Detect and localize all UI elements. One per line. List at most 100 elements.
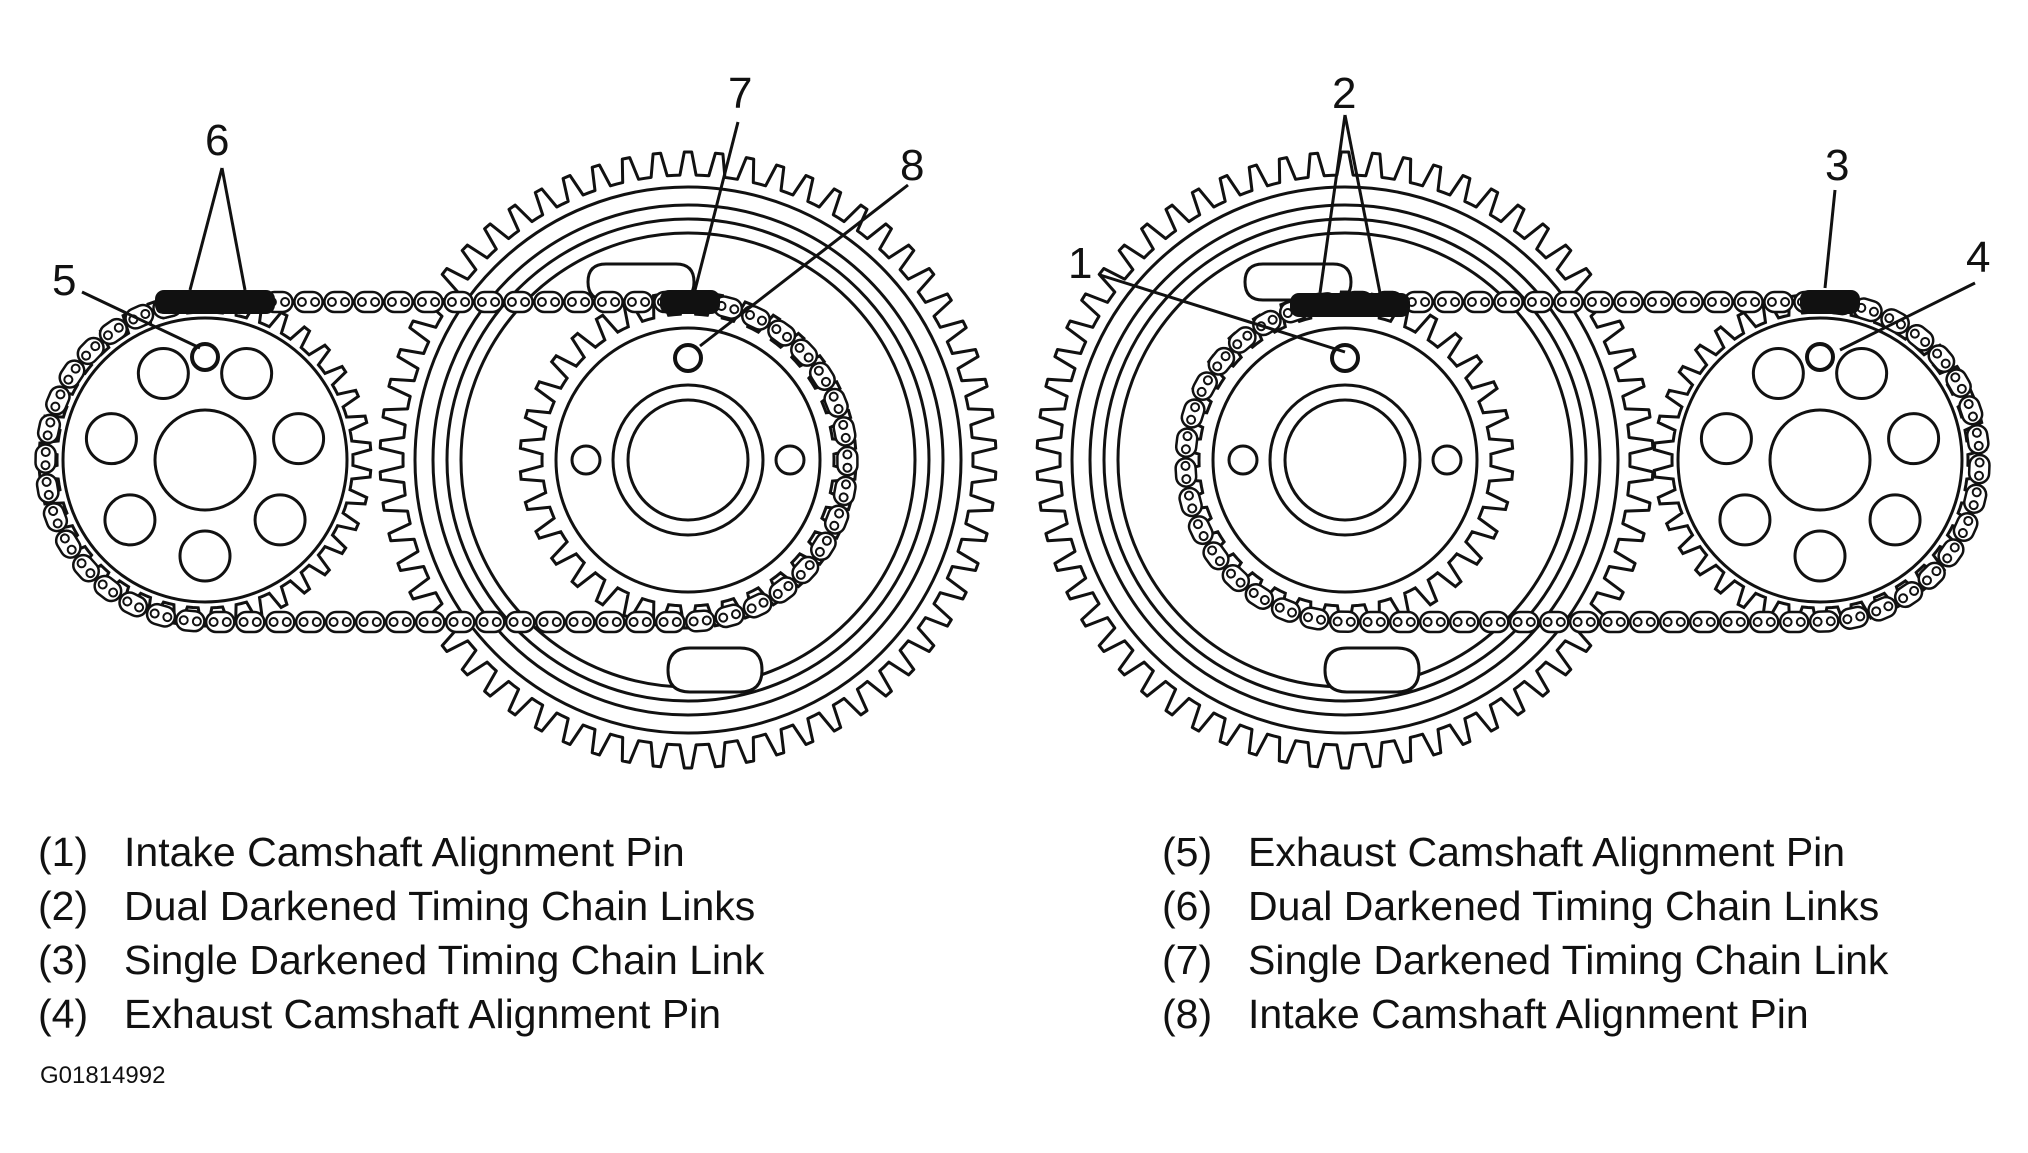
- link-plate: [593, 290, 624, 314]
- link-pin: [1690, 297, 1701, 307]
- right-chain-link: [1358, 610, 1390, 634]
- link-plate: [533, 290, 564, 314]
- link-plate: [1733, 290, 1764, 314]
- link-pin: [1898, 593, 1909, 604]
- right-intake-ring-0: [1070, 185, 1620, 735]
- link-pin: [596, 297, 607, 307]
- link-pin: [842, 449, 853, 460]
- link-pin: [1436, 297, 1447, 307]
- right-chain-link: [1553, 290, 1584, 314]
- left-chain-link: [324, 610, 356, 634]
- link-plate: [264, 610, 296, 634]
- link-pin: [1660, 297, 1671, 307]
- right-chain-link: [1221, 564, 1251, 593]
- left-chain-link: [36, 413, 62, 445]
- link-plate: [443, 290, 474, 314]
- right-chain-link: [1448, 610, 1480, 634]
- left-slot-lower: [666, 646, 764, 694]
- link-pin: [782, 331, 793, 342]
- link-pin: [814, 546, 825, 557]
- link-pin: [1950, 372, 1961, 383]
- link-plate: [624, 610, 656, 634]
- left-chain-link: [383, 290, 414, 314]
- right-chain-link: [1628, 610, 1660, 634]
- left-chain-link: [563, 290, 594, 314]
- link-pin: [446, 297, 457, 307]
- legend-number: (1): [38, 829, 89, 875]
- link-pin: [491, 617, 502, 627]
- link-pin: [1465, 617, 1476, 627]
- link-pin: [1871, 606, 1882, 617]
- left-chain-link: [564, 610, 596, 634]
- link-pin: [1362, 617, 1373, 627]
- link-pin: [840, 432, 851, 443]
- link-pin: [838, 492, 849, 503]
- right-slot-lower: [1323, 646, 1421, 694]
- link-plate: [324, 610, 356, 634]
- legend-text: Intake Camshaft Alignment Pin: [124, 829, 685, 875]
- right-chain-link: [1174, 427, 1199, 459]
- right-chain-link: [1613, 290, 1644, 314]
- link-pin: [418, 617, 429, 627]
- right-chain-link: [1388, 610, 1420, 634]
- left-dark-link-7: [660, 290, 720, 314]
- link-pin: [1242, 330, 1253, 341]
- left-chain-link: [413, 290, 444, 314]
- link-pin: [208, 617, 219, 627]
- link-pin: [400, 297, 411, 307]
- link-pin: [598, 617, 609, 627]
- link-pin: [1526, 297, 1537, 307]
- link-pin: [1555, 617, 1566, 627]
- right-chain-link: [1658, 610, 1690, 634]
- link-pin: [341, 617, 352, 627]
- link-pin: [1932, 348, 1943, 359]
- link-pin: [568, 617, 579, 627]
- link-pin: [90, 341, 101, 352]
- link-pin: [1452, 617, 1463, 627]
- right-chain-link: [1493, 290, 1524, 314]
- link-plate: [1493, 290, 1524, 314]
- left-chain-link: [204, 610, 236, 634]
- link-pin: [221, 617, 232, 627]
- link-pin: [794, 342, 805, 353]
- link-pin: [1570, 297, 1581, 307]
- link-pin: [828, 391, 839, 402]
- link-pin: [1956, 383, 1967, 394]
- left-chain-link: [384, 610, 416, 634]
- link-plate: [1673, 290, 1704, 314]
- link-plate: [1568, 610, 1600, 634]
- left-chain-link: [832, 416, 857, 447]
- link-pin: [520, 297, 531, 307]
- legend-item-2: (2)Dual Darkened Timing Chain Links: [38, 882, 755, 930]
- right-chain-link: [1688, 610, 1720, 634]
- link-pin: [1450, 297, 1461, 307]
- link-pin: [795, 569, 806, 580]
- right-exhaust-bore: [1768, 408, 1872, 512]
- left-exhaust-lightening-hole: [272, 412, 326, 466]
- right-chain-link: [1965, 423, 1990, 455]
- link-plate: [474, 610, 506, 634]
- right-exhaust-alignment-pin: [1805, 342, 1835, 372]
- link-pin: [1192, 519, 1203, 530]
- link-pin: [783, 581, 794, 592]
- link-pin: [1181, 474, 1192, 485]
- link-pin: [729, 304, 740, 315]
- left-chain-link: [768, 576, 798, 604]
- link-pin: [1303, 612, 1314, 623]
- link-pin: [178, 615, 189, 626]
- right-chain-link: [1733, 290, 1764, 314]
- link-plate: [1598, 610, 1630, 634]
- right-chain-link: [1927, 344, 1956, 373]
- link-plate: [534, 610, 566, 634]
- legend-item-3: (3)Single Darkened Timing Chain Link: [38, 936, 764, 984]
- link-pin: [1375, 617, 1386, 627]
- left-chain-link: [118, 591, 149, 618]
- link-plate: [1538, 610, 1570, 634]
- link-pin: [358, 617, 369, 627]
- right-intake-ring-2: [1102, 217, 1588, 703]
- link-pin: [745, 309, 756, 320]
- link-plate: [563, 290, 594, 314]
- link-pin: [1884, 313, 1895, 324]
- link-pin: [386, 297, 397, 307]
- link-plate: [623, 290, 654, 314]
